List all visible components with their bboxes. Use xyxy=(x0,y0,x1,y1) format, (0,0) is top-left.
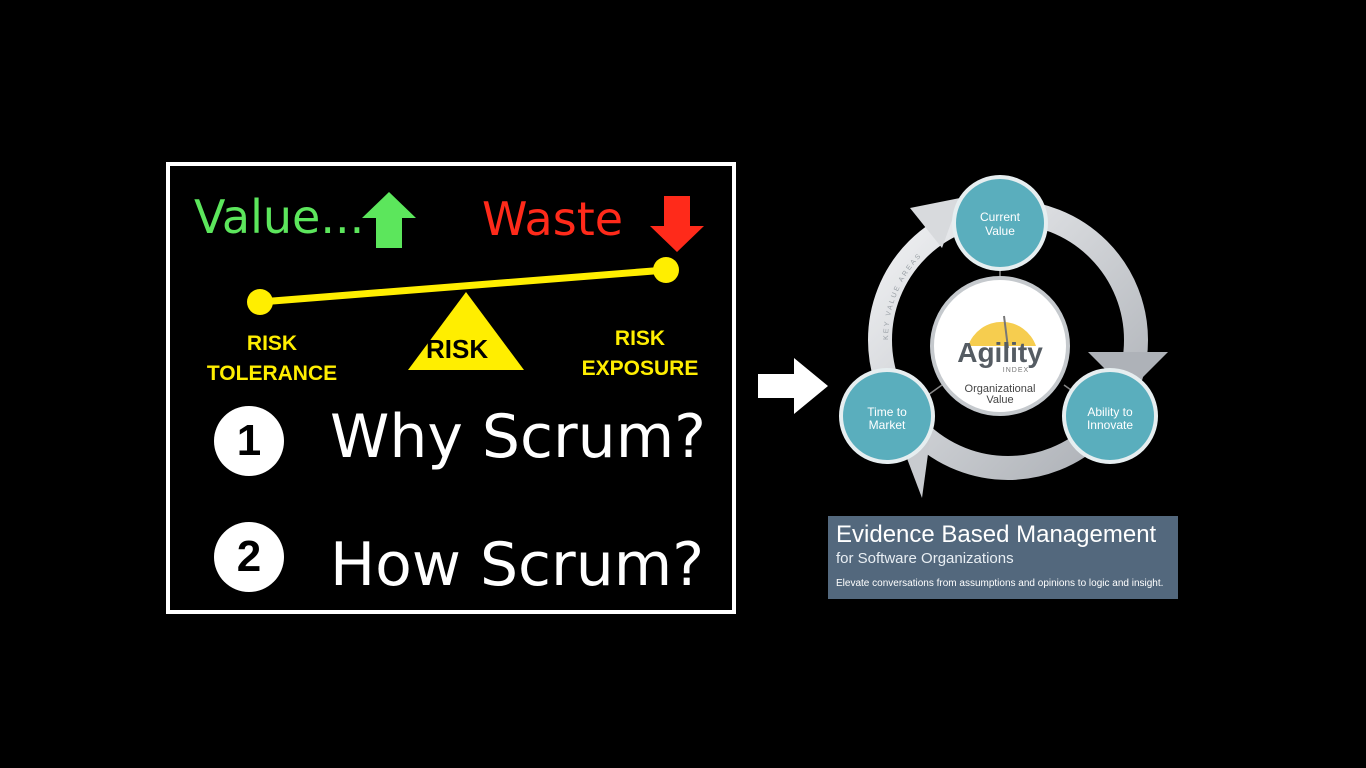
waste-label: Waste xyxy=(482,192,624,246)
svg-text:Time to: Time to xyxy=(867,405,907,419)
how-scrum-text: How Scrum? xyxy=(330,530,705,600)
risk-balance-beam xyxy=(247,257,679,370)
hub-line-2: Value xyxy=(986,394,1013,406)
item-number-2: 2 xyxy=(214,522,284,592)
node-time-to-market xyxy=(839,368,935,464)
hub-brand: Agility xyxy=(957,337,1043,368)
risk-exposure-label: RISK EXPOSURE xyxy=(581,327,699,380)
ring-arrow-head-top xyxy=(910,198,960,248)
svg-text:Ability to: Ability to xyxy=(1087,405,1133,419)
gauge-icon xyxy=(968,321,1036,346)
hub-line-1: Organizational xyxy=(965,383,1036,395)
hub-brand-sub: INDEX xyxy=(1003,367,1029,374)
why-scrum-text: Why Scrum? xyxy=(330,402,706,472)
ebm-title: Evidence Based Management xyxy=(836,521,1157,548)
node-current-value xyxy=(952,175,1048,271)
ebm-subtitle: for Software Organizations xyxy=(836,550,1014,567)
risk-center-label: RISK xyxy=(426,334,489,364)
value-label: Value... xyxy=(194,190,365,244)
risk-tolerance-label: RISK TOLERANCE xyxy=(206,332,338,385)
right-arrow-icon xyxy=(758,358,828,414)
risk-scrum-panel: Value... Waste RISK TOLERANCE RISK RISK … xyxy=(166,162,736,614)
down-arrow-icon xyxy=(650,196,704,252)
risk-fulcrum xyxy=(408,292,524,370)
agility-index-cycle: KEY VALUE AREAS Agility INDEX Organizati… xyxy=(839,175,1168,498)
svg-text:Innovate: Innovate xyxy=(1087,418,1133,432)
svg-text:Current: Current xyxy=(980,210,1021,224)
item-number-1: 1 xyxy=(214,406,284,476)
svg-text:Market: Market xyxy=(869,418,906,432)
ebm-description: Elevate conversations from assumptions a… xyxy=(836,578,1164,589)
node-ability-to-innovate xyxy=(1062,368,1158,464)
ebm-banner: Evidence Based Management for Software O… xyxy=(828,516,1178,599)
up-arrow-icon xyxy=(362,192,416,248)
svg-text:Value: Value xyxy=(985,224,1015,238)
